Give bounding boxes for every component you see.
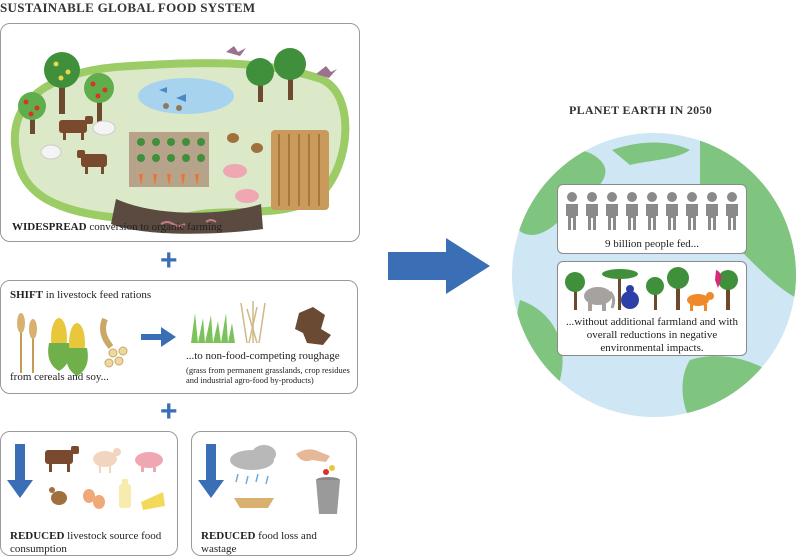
sheep-icon [93,448,121,473]
pig-icon [223,164,259,203]
main-title: SUSTAINABLE GLOBAL FOOD SYSTEM [0,0,256,15]
feed-shift-label: SHIFT in livestock feed rations [10,289,152,301]
livestock-illustration [7,444,165,510]
corn-icon [48,318,88,376]
parrot-icon [715,270,722,288]
feed-to-label: ...to non-food-competing roughage [186,350,340,362]
reduced-livestock-label: REDUCED livestock source food consumptio… [10,530,162,555]
reduced-waste-panel: REDUCED food loss and wastage [191,431,357,556]
pear-tree-icon [44,52,80,114]
bird-icon [226,46,246,56]
person-icon [586,192,598,230]
chicken-icon [49,487,67,505]
tree-icon [646,277,664,310]
wheat-field [271,130,329,210]
person-icon [706,192,718,230]
milk-icon [119,479,131,508]
straw-icon [240,301,266,344]
down-arrow-icon [198,444,224,498]
feed-to-detail: (grass from permanent grasslands, crop r… [186,365,350,385]
feed-from-label: from cereals and soy... [10,371,109,383]
tiger-icon [687,292,714,311]
pig-icon [135,452,163,472]
egg-icon [83,489,105,509]
earth-title: PLANET EARTH IN 2050 [569,103,713,117]
right-arrow-icon [141,327,176,347]
gorilla-icon [621,285,639,309]
feed-illustration [17,301,331,376]
bird-icon [316,66,337,78]
tree-icon [718,270,738,310]
rain-cloud-icon [230,445,276,508]
reduced-livestock-panel: REDUCED livestock source food consumptio… [0,431,178,556]
plus-icon: + [160,395,178,428]
feed-shift-panel: SHIFT in livestock feed rations [0,280,358,394]
trash-bin-icon [316,465,340,514]
reduced-waste-label: REDUCED food loss and wastage [201,530,317,555]
soy-icon [100,317,128,368]
nature-label: ...without additional farmland and with … [566,316,738,354]
byproduct-icon [295,307,331,345]
plus-icon: + [160,244,178,277]
cow-icon [77,150,107,174]
person-icon [606,192,618,230]
people-fed-card: 9 billion people fed... [557,184,747,254]
waste-illustration [198,444,340,514]
apple-tree-icon [84,73,114,122]
person-icon [626,192,638,230]
big-right-arrow-icon [388,238,490,294]
nature-card: ...without additional farmland and with … [557,261,747,356]
down-arrow-icon [7,444,33,498]
organic-farming-label: WIDESPREAD conversion to organic farming [12,221,223,233]
people-fed-label: 9 billion people fed... [604,238,700,250]
chicken-icon [227,133,263,153]
person-icon [566,192,578,230]
person-icon [726,192,738,230]
forest-tree-icon [246,48,306,102]
acacia-tree-icon [602,269,638,310]
hand-icon [296,449,330,462]
grass-icon [191,313,235,343]
tree-icon [667,267,689,310]
cheese-icon [141,492,165,510]
tree-icon [565,272,585,310]
cow-icon [45,446,79,472]
elephant-icon [584,287,616,311]
nature-icons [565,267,738,311]
wheat-icon [17,313,37,373]
person-icon [646,192,658,230]
organic-farming-panel: WIDESPREAD conversion to organic farming [0,23,360,242]
vegetable-bed [129,132,209,187]
farm-illustration [10,46,350,234]
person-icon [666,192,678,230]
cow-icon [59,116,93,140]
apple-tree-icon [18,92,46,134]
people-icons [566,192,738,230]
sheep-icon [40,120,116,160]
person-icon [686,192,698,230]
